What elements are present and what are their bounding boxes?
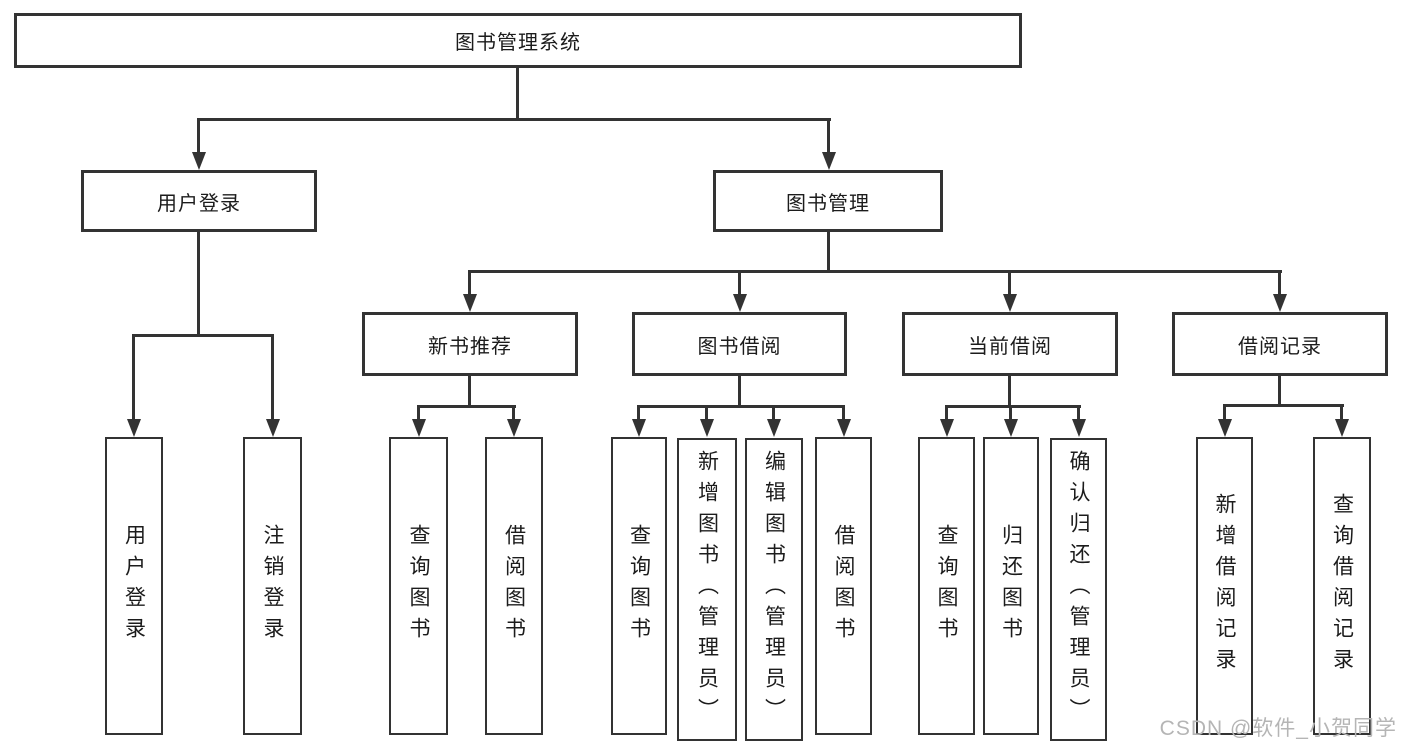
leaf-confirm-return-admin-label: 确认归还（管理员） (1067, 450, 1090, 729)
connector-line (271, 334, 274, 419)
connector-line (1278, 270, 1281, 296)
node-current-borrowing: 当前借阅 (902, 312, 1118, 376)
leaf-recommend-borrow-books-label: 借阅图书 (502, 524, 526, 648)
leaf-return-books-label: 归还图书 (999, 524, 1023, 648)
connector-line (468, 376, 471, 408)
node-new-book-recommendation: 新书推荐 (362, 312, 578, 376)
arrow-down-icon (1072, 419, 1086, 437)
connector-line (827, 232, 830, 273)
arrow-down-icon (507, 419, 521, 437)
arrow-down-icon (266, 419, 280, 437)
leaf-borrowing-query-books-label: 查询图书 (627, 524, 651, 648)
leaf-borrowing-borrow-books: 借阅图书 (815, 437, 872, 735)
node-book-borrowing-label: 图书借阅 (697, 335, 782, 358)
connector-line (1278, 376, 1281, 406)
connector-line (1340, 404, 1343, 419)
connector-line (945, 405, 948, 419)
leaf-logout: 注销登录 (243, 437, 302, 735)
connector-line (197, 118, 831, 121)
leaf-current-query-books-label: 查询图书 (935, 524, 958, 648)
leaf-logout-label: 注销登录 (261, 524, 284, 648)
connector-line (705, 405, 708, 419)
arrow-down-icon (463, 294, 477, 312)
leaf-query-borrow-record: 查询借阅记录 (1313, 437, 1371, 735)
connector-line (842, 405, 845, 419)
arrow-down-icon (192, 152, 206, 170)
connector-line (197, 118, 200, 154)
arrow-down-icon (1335, 419, 1349, 437)
connector-line (468, 270, 471, 296)
connector-line (132, 334, 274, 337)
arrow-down-icon (837, 419, 851, 437)
connector-line (512, 405, 515, 419)
leaf-user-login-label: 用户登录 (122, 524, 146, 648)
arrow-down-icon (940, 419, 954, 437)
node-book-management: 图书管理 (713, 170, 943, 232)
node-library-system: 图书管理系统 (14, 13, 1022, 68)
node-borrowing-records-label: 借阅记录 (1238, 335, 1322, 358)
connector-line (417, 405, 516, 408)
leaf-add-borrow-record: 新增借阅记录 (1196, 437, 1253, 735)
leaf-confirm-return-admin: 确认归还（管理员） (1050, 438, 1107, 741)
leaf-add-book-admin: 新增图书（管理员） (677, 438, 737, 741)
arrow-down-icon (733, 294, 747, 312)
connector-line (772, 405, 775, 419)
connector-line (637, 405, 845, 408)
arrow-down-icon (700, 419, 714, 437)
arrow-down-icon (1003, 294, 1017, 312)
connector-line (738, 376, 741, 408)
leaf-recommend-borrow-books: 借阅图书 (485, 437, 543, 735)
leaf-edit-book-admin: 编辑图书（管理员） (745, 438, 803, 741)
leaf-recommend-query-books: 查询图书 (389, 437, 448, 735)
node-book-management-label: 图书管理 (786, 192, 870, 215)
arrow-down-icon (1004, 419, 1018, 437)
leaf-add-book-admin-label: 新增图书（管理员） (695, 450, 719, 729)
node-new-book-recommendation-label: 新书推荐 (428, 335, 512, 358)
leaf-return-books: 归还图书 (983, 437, 1039, 735)
leaf-current-query-books: 查询图书 (918, 437, 975, 735)
connector-line (637, 405, 640, 419)
arrow-down-icon (1218, 419, 1232, 437)
csdn-watermark: CSDN @软件_小贺同学 (1159, 717, 1397, 740)
connector-line (417, 405, 420, 419)
connector-line (1008, 376, 1011, 408)
connector-line (1008, 270, 1011, 296)
leaf-borrowing-borrow-books-label: 借阅图书 (832, 524, 855, 648)
connector-line (197, 232, 200, 337)
arrow-down-icon (632, 419, 646, 437)
arrow-down-icon (767, 419, 781, 437)
arrow-down-icon (822, 152, 836, 170)
node-library-system-label: 图书管理系统 (455, 32, 581, 54)
leaf-recommend-query-books-label: 查询图书 (407, 524, 430, 648)
connector-line (1077, 405, 1080, 419)
node-user-login: 用户登录 (81, 170, 317, 232)
leaf-borrowing-query-books: 查询图书 (611, 437, 667, 735)
leaf-edit-book-admin-label: 编辑图书（管理员） (762, 450, 786, 729)
node-user-login-label: 用户登录 (157, 192, 241, 215)
node-book-borrowing: 图书借阅 (632, 312, 847, 376)
arrow-down-icon (1273, 294, 1287, 312)
connector-line (468, 270, 1282, 273)
connector-line (738, 270, 741, 296)
node-borrowing-records: 借阅记录 (1172, 312, 1388, 376)
node-current-borrowing-label: 当前借阅 (968, 335, 1052, 358)
connector-line (1009, 405, 1012, 419)
connector-line (132, 334, 135, 419)
connector-line (1223, 404, 1344, 407)
leaf-query-borrow-record-label: 查询借阅记录 (1330, 493, 1354, 679)
leaf-add-borrow-record-label: 新增借阅记录 (1213, 493, 1236, 679)
leaf-user-login: 用户登录 (105, 437, 163, 735)
arrow-down-icon (412, 419, 426, 437)
connector-line (827, 118, 830, 154)
connector-line (1223, 404, 1226, 419)
connector-line (516, 68, 519, 121)
arrow-down-icon (127, 419, 141, 437)
connector-line (945, 405, 1081, 408)
